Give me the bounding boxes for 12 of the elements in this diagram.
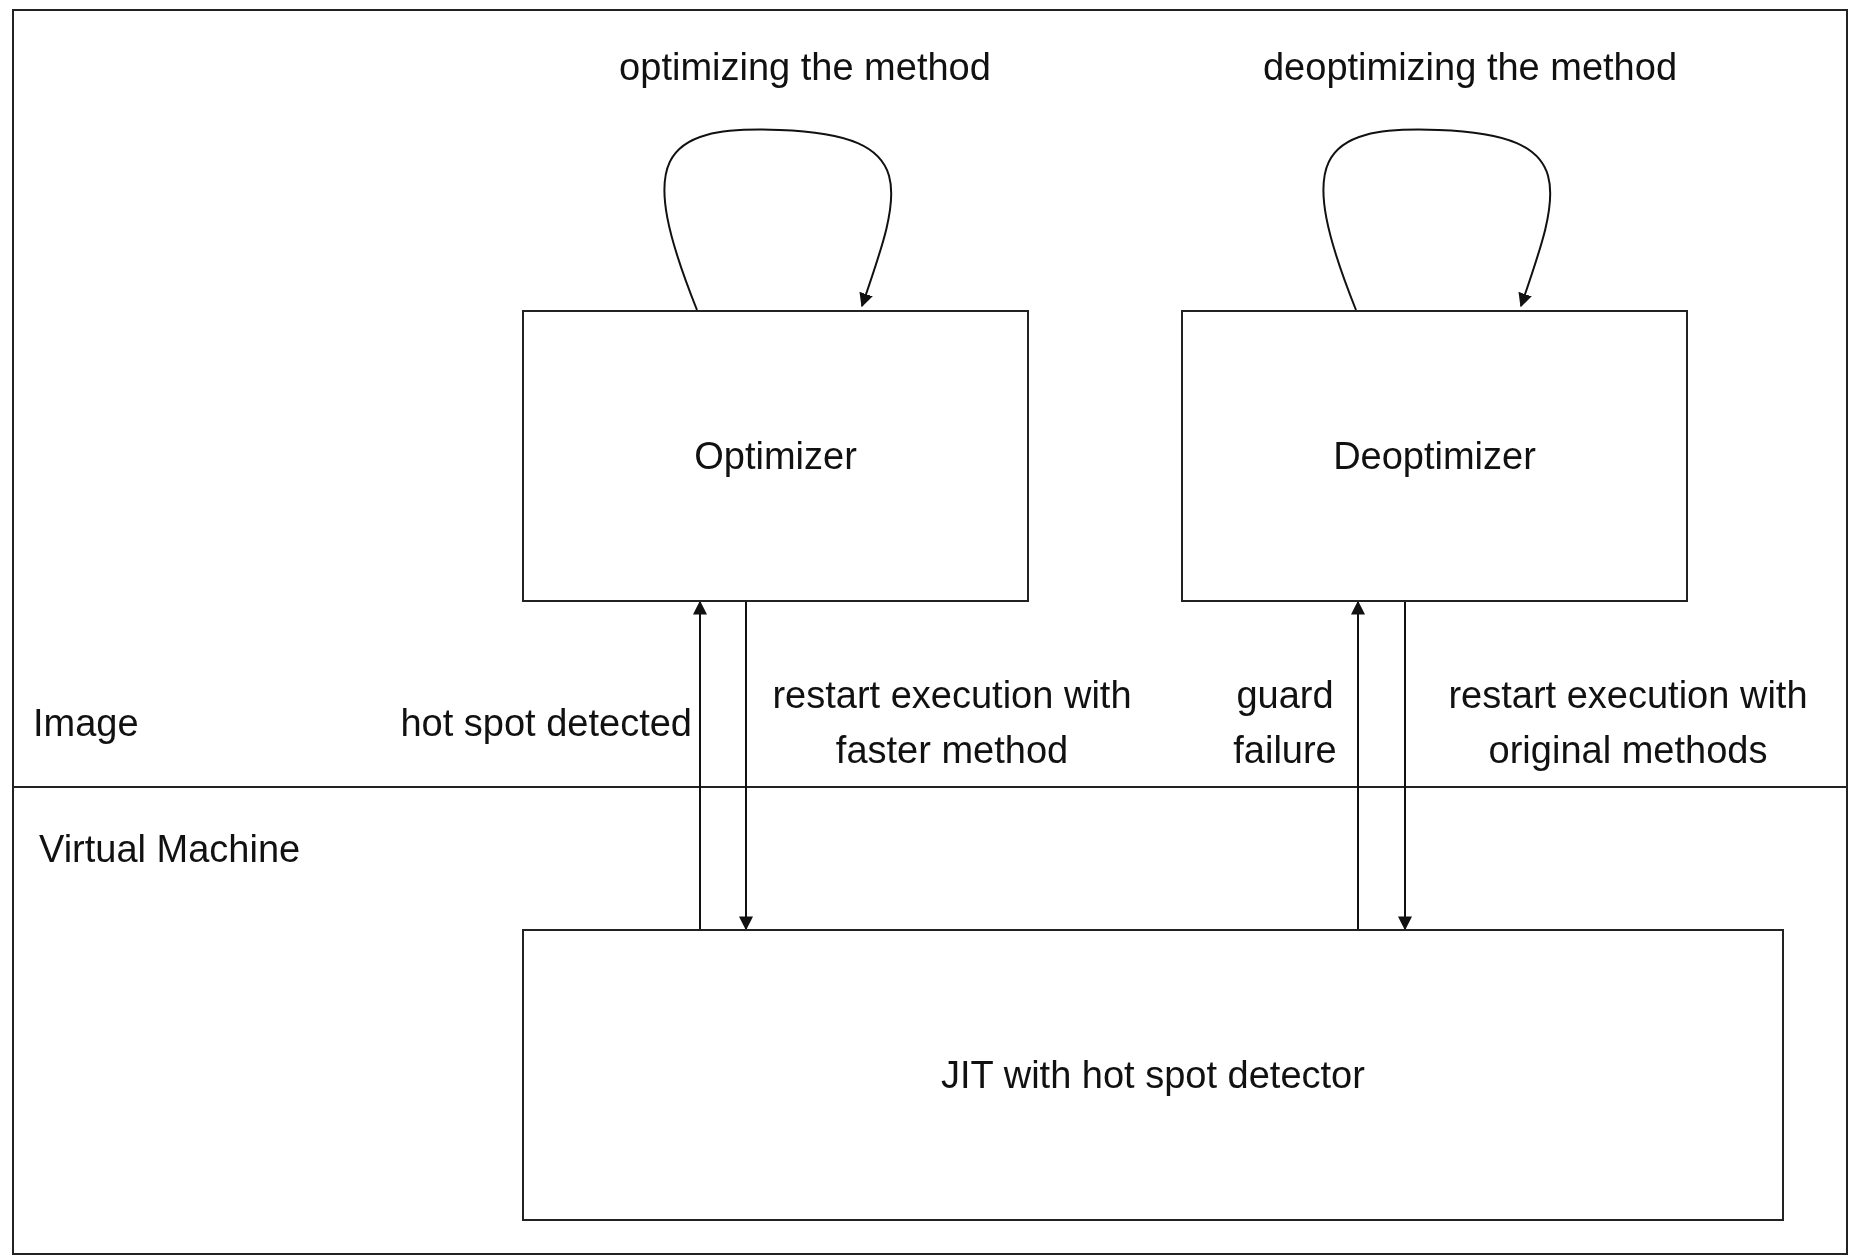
box-label: Optimizer xyxy=(694,434,857,478)
process-box xyxy=(1181,310,1688,602)
box-label: JIT with hot spot detector xyxy=(941,1053,1365,1097)
arrow xyxy=(739,601,753,931)
arrow xyxy=(693,600,707,930)
process-box xyxy=(522,929,1784,1221)
arrow xyxy=(663,128,893,311)
arrow xyxy=(1351,600,1365,930)
process-box xyxy=(522,310,1029,602)
arrow xyxy=(1398,601,1412,931)
box-label: Deoptimizer xyxy=(1333,434,1536,478)
arrow xyxy=(1322,128,1552,311)
